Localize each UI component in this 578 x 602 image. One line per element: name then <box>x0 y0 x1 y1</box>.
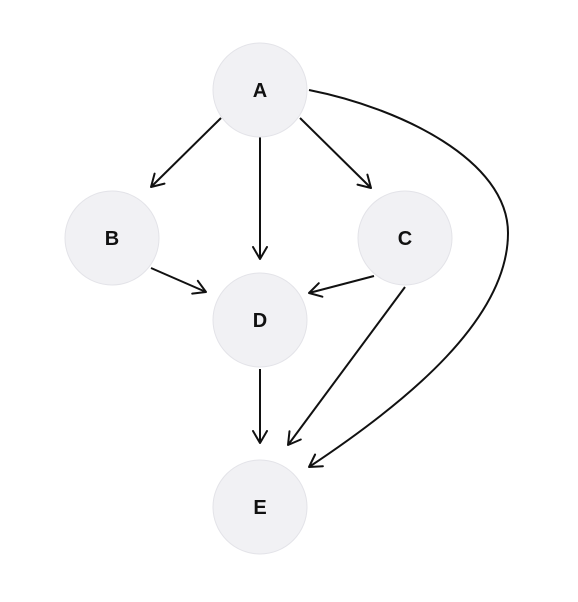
node-e-label: E <box>253 497 266 519</box>
edge-a-to-b-arrowhead <box>150 172 166 188</box>
edge-a-to-d-arrowhead <box>252 246 268 260</box>
node-c-label: C <box>398 228 412 250</box>
node-e-circle <box>212 459 308 555</box>
node-a: A <box>212 42 308 138</box>
node-c: C <box>357 190 453 286</box>
edge-d-to-e-arrowhead <box>252 430 268 444</box>
node-d: D <box>212 272 308 368</box>
edge-a-to-c <box>299 117 372 189</box>
node-d-circle <box>212 272 308 368</box>
node-b: B <box>64 190 160 286</box>
nodes-layer: A B C D E <box>64 42 453 555</box>
edge-a-to-b <box>150 117 222 188</box>
edge-a-to-c-arrowhead <box>356 173 372 189</box>
edge-b-to-d-arrowhead <box>191 279 207 295</box>
node-a-circle <box>212 42 308 138</box>
node-d-label: D <box>253 310 267 332</box>
edge-a-to-e-arrowhead <box>308 453 324 468</box>
node-b-label: B <box>105 228 119 250</box>
node-c-circle <box>357 190 453 286</box>
edge-b-to-d <box>150 267 207 293</box>
node-e: E <box>212 459 308 555</box>
edge-c-to-d <box>308 275 375 294</box>
edge-a-to-e <box>308 89 510 468</box>
edge-c-to-d-arrowhead <box>308 282 324 298</box>
edge-c-to-e-arrowhead <box>287 430 302 446</box>
edge-c-to-e <box>287 286 406 446</box>
edges-layer <box>150 89 510 468</box>
node-b-circle <box>64 190 160 286</box>
node-a-label: A <box>253 80 267 102</box>
